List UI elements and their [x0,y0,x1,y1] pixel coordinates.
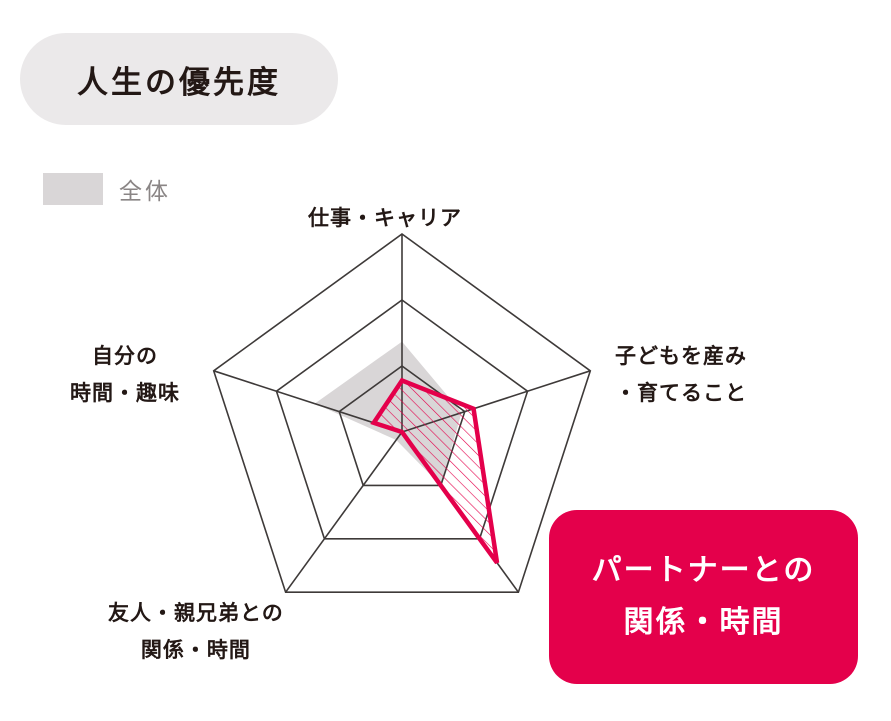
axis-label-children: 子どもを産み・育てること [615,338,747,412]
legend-swatch-overall [43,173,103,205]
chart-title-text: 人生の優先度 [77,64,281,101]
axis-label-line: 時間・趣味 [70,381,180,405]
grid-ring [275,299,529,540]
axis-label-line: 仕事・キャリア [308,206,462,230]
series-highlight-area [370,377,500,565]
axis-label-line: 関係・時間 [140,638,251,662]
axis-label-line: 子どもを産み [615,344,747,368]
axis-label-partner: パートナーとの関係・時間 [549,510,858,684]
axis-label-line: 自分の [92,344,158,368]
grid-spoke [284,431,403,593]
axis-label-self: 自分の時間・趣味 [70,338,180,412]
legend: 全体 [43,172,171,206]
axis-label-line: パートナーとの [591,553,816,588]
chart-title: 人生の優先度 [20,33,338,125]
axis-label-friends-family: 友人・親兄弟との関係・時間 [108,595,284,669]
grid-ring [212,233,592,593]
axis-label-career: 仕事・キャリア [308,200,462,237]
legend-label-overall: 全体 [119,179,171,205]
grid-spoke [213,370,403,433]
axis-label-line: 友人・親兄弟との [108,601,284,625]
axis-label-line: ・育てること [615,381,747,405]
axis-label-line: 関係・時間 [623,605,784,640]
